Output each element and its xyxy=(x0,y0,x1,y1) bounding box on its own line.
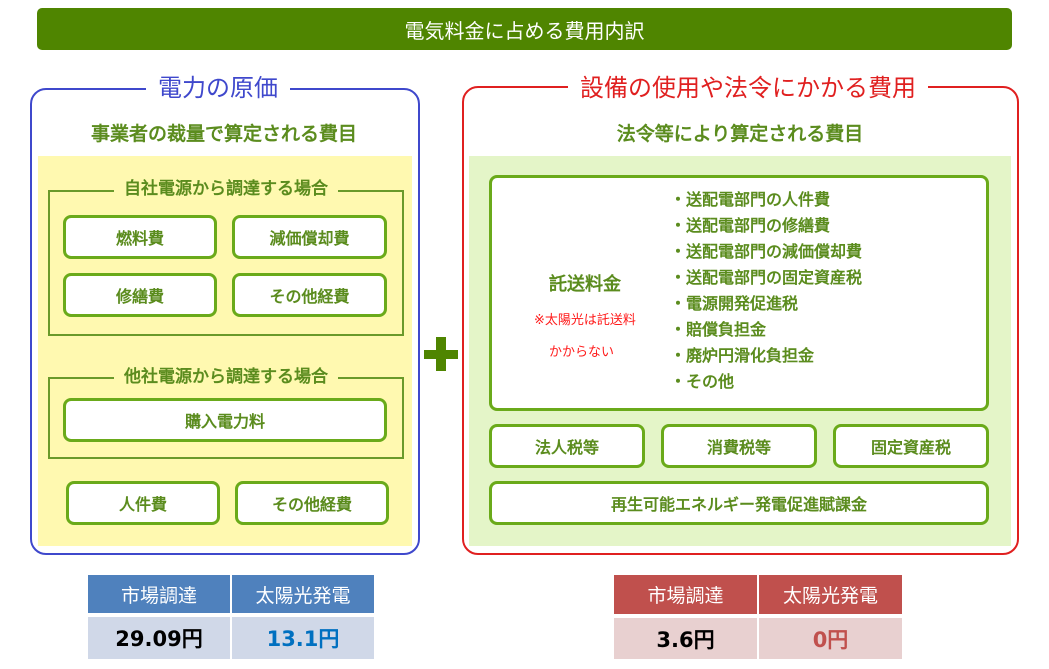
item-other-expense: その他経費 xyxy=(232,273,387,317)
item-corporate-tax: 法人税等 xyxy=(489,424,645,468)
list-item: ・送配電部門の修繕費 xyxy=(670,216,831,235)
takuso-label: 託送料金 xyxy=(549,274,621,295)
list-item: ・送配電部門の固定資産税 xyxy=(670,268,863,287)
solar-price-value: 0円 xyxy=(759,618,902,659)
takuso-box xyxy=(489,175,989,411)
list-item: ・送配電部門の減価償却費 xyxy=(670,242,863,261)
power-cost-subtitle: 事業者の裁量で算定される費目 xyxy=(90,123,358,145)
item-repair: 修繕費 xyxy=(63,273,217,317)
takuso-item-list: ・送配電部門の人件費 ・送配電部門の修繕費 ・送配電部門の減価償却費 ・送配電部… xyxy=(670,187,862,395)
regulated-cost-subtitle: 法令等により算定される費目 xyxy=(616,123,864,145)
table-header: 太陽光発電 xyxy=(232,575,374,613)
solar-note-line1: ※太陽光は託送料 xyxy=(534,313,636,328)
plus-icon xyxy=(424,337,458,371)
table-header: 市場調達 xyxy=(614,575,757,614)
item-purchased-power: 購入電力料 xyxy=(63,398,387,442)
list-item: ・賠償負担金 xyxy=(670,320,767,339)
list-item: ・廃炉円滑化負担金 xyxy=(670,346,815,365)
table-header: 太陽光発電 xyxy=(759,575,902,614)
list-item: ・その他 xyxy=(670,372,735,391)
other-source-title: 他社電源から調達する場合 xyxy=(114,366,338,388)
item-other-expense-2: その他経費 xyxy=(235,481,389,525)
list-item: ・電源開発促進税 xyxy=(670,294,799,313)
market-price-value: 3.6円 xyxy=(614,618,757,659)
list-item: ・送配電部門の人件費 xyxy=(670,190,831,209)
own-source-title: 自社電源から調達する場合 xyxy=(114,178,338,200)
solar-note-line2: かからない xyxy=(549,345,615,360)
market-price-value: 29.09円 xyxy=(88,617,230,659)
right-price-table: 市場調達 太陽光発電 3.6円 0円 xyxy=(614,575,902,660)
power-cost-heading: 電力の原価 xyxy=(146,72,290,104)
item-property-tax: 固定資産税 xyxy=(833,424,989,468)
solar-price-value: 13.1円 xyxy=(232,617,374,659)
plus-icon-bar-vertical xyxy=(436,337,446,371)
regulated-cost-heading: 設備の使用や法令にかかる費用 xyxy=(568,72,928,104)
left-price-table: 市場調達 太陽光発電 29.09円 13.1円 xyxy=(88,575,374,660)
item-renewable-levy: 再生可能エネルギー発電促進賦課金 xyxy=(489,481,989,525)
diagram-title: 電気料金に占める費用内訳 xyxy=(37,8,1012,50)
table-header: 市場調達 xyxy=(88,575,230,613)
item-consumption-tax: 消費税等 xyxy=(661,424,817,468)
item-fuel: 燃料費 xyxy=(63,215,217,259)
item-personnel: 人件費 xyxy=(66,481,220,525)
item-depreciation: 減価償却費 xyxy=(232,215,387,259)
